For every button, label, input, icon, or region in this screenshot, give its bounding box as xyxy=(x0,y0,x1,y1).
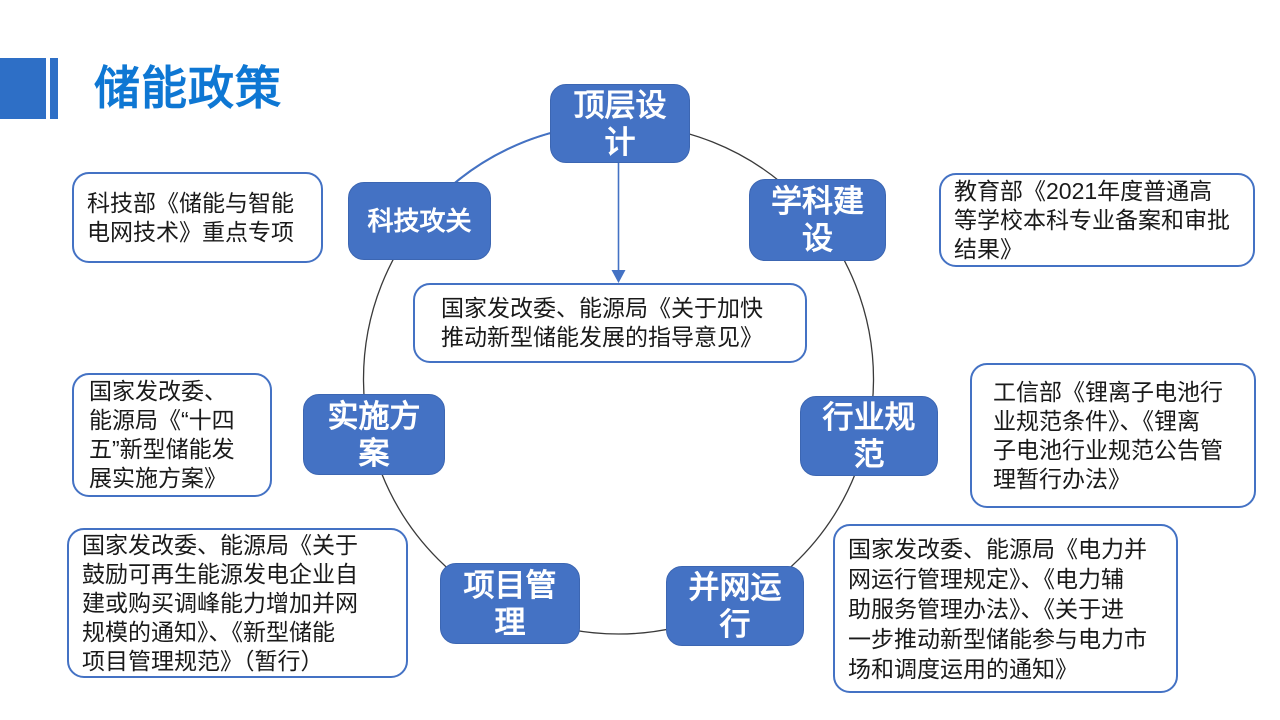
callout-text: 国家发改委、 能源局《“十四 五”新型储能发 展实施方案》 xyxy=(89,378,235,491)
node-industry-standards: 行业规 范 xyxy=(800,396,938,476)
node-label: 行业规 范 xyxy=(822,400,916,472)
node-top-level-design: 顶层设 计 xyxy=(550,84,690,163)
node-implementation-plan: 实施方 案 xyxy=(303,394,445,475)
callout-text: 国家发改委、能源局《电力并 网运行管理规定》、《电力辅 助服务管理办法》、《关于… xyxy=(848,535,1147,682)
node-label: 实施方 案 xyxy=(327,398,421,471)
page-title: 储能政策 xyxy=(94,62,282,114)
callout-project-management-policy: 国家发改委、能源局《关于 鼓励可再生能源发电企业自 建或购买调峰能力增加并网 规… xyxy=(67,528,408,678)
callout-discipline-policy: 教育部《2021年度普通高 等学校本科专业备案和审批 结果》 xyxy=(939,173,1255,267)
callout-text: 国家发改委、能源局《关于 鼓励可再生能源发电企业自 建或购买调峰能力增加并网 规… xyxy=(82,531,358,674)
node-grid-operation: 并网运 行 xyxy=(666,566,804,646)
node-discipline-building: 学科建 设 xyxy=(749,179,886,261)
node-label: 科技攻关 xyxy=(367,205,472,236)
node-label: 项目管 理 xyxy=(463,567,557,640)
callout-text: 教育部《2021年度普通高 等学校本科专业备案和审批 结果》 xyxy=(954,177,1230,262)
callout-center-guideline: 国家发改委、能源局《关于加快 推动新型储能发展的指导意见》 xyxy=(413,283,807,363)
node-label: 学科建 设 xyxy=(771,184,864,256)
decor-bar xyxy=(50,58,58,119)
node-label: 顶层设 计 xyxy=(573,87,667,160)
decor-square xyxy=(0,58,46,119)
callout-tech-research-policy: 科技部《储能与智能 电网技术》重点专项 xyxy=(72,172,323,263)
callout-industry-standards-policy: 工信部《锂离子电池行 业规范条件》、《锂离 子电池行业规范公告管 理暂行办法》 xyxy=(970,363,1256,508)
callout-text: 科技部《储能与智能 电网技术》重点专项 xyxy=(87,189,294,245)
node-tech-research: 科技攻关 xyxy=(348,182,491,260)
node-project-management: 项目管 理 xyxy=(440,563,580,644)
arrow-to-center-head xyxy=(611,270,626,283)
node-label: 并网运 行 xyxy=(688,570,782,642)
callout-implementation-policy: 国家发改委、 能源局《“十四 五”新型储能发 展实施方案》 xyxy=(72,373,272,497)
callout-text: 国家发改委、能源局《关于加快 推动新型储能发展的指导意见》 xyxy=(441,295,763,350)
callout-text: 工信部《锂离子电池行 业规范条件》、《锂离 子电池行业规范公告管 理暂行办法》 xyxy=(993,378,1223,492)
callout-grid-operation-policy: 国家发改委、能源局《电力并 网运行管理规定》、《电力辅 助服务管理办法》、《关于… xyxy=(833,524,1178,693)
